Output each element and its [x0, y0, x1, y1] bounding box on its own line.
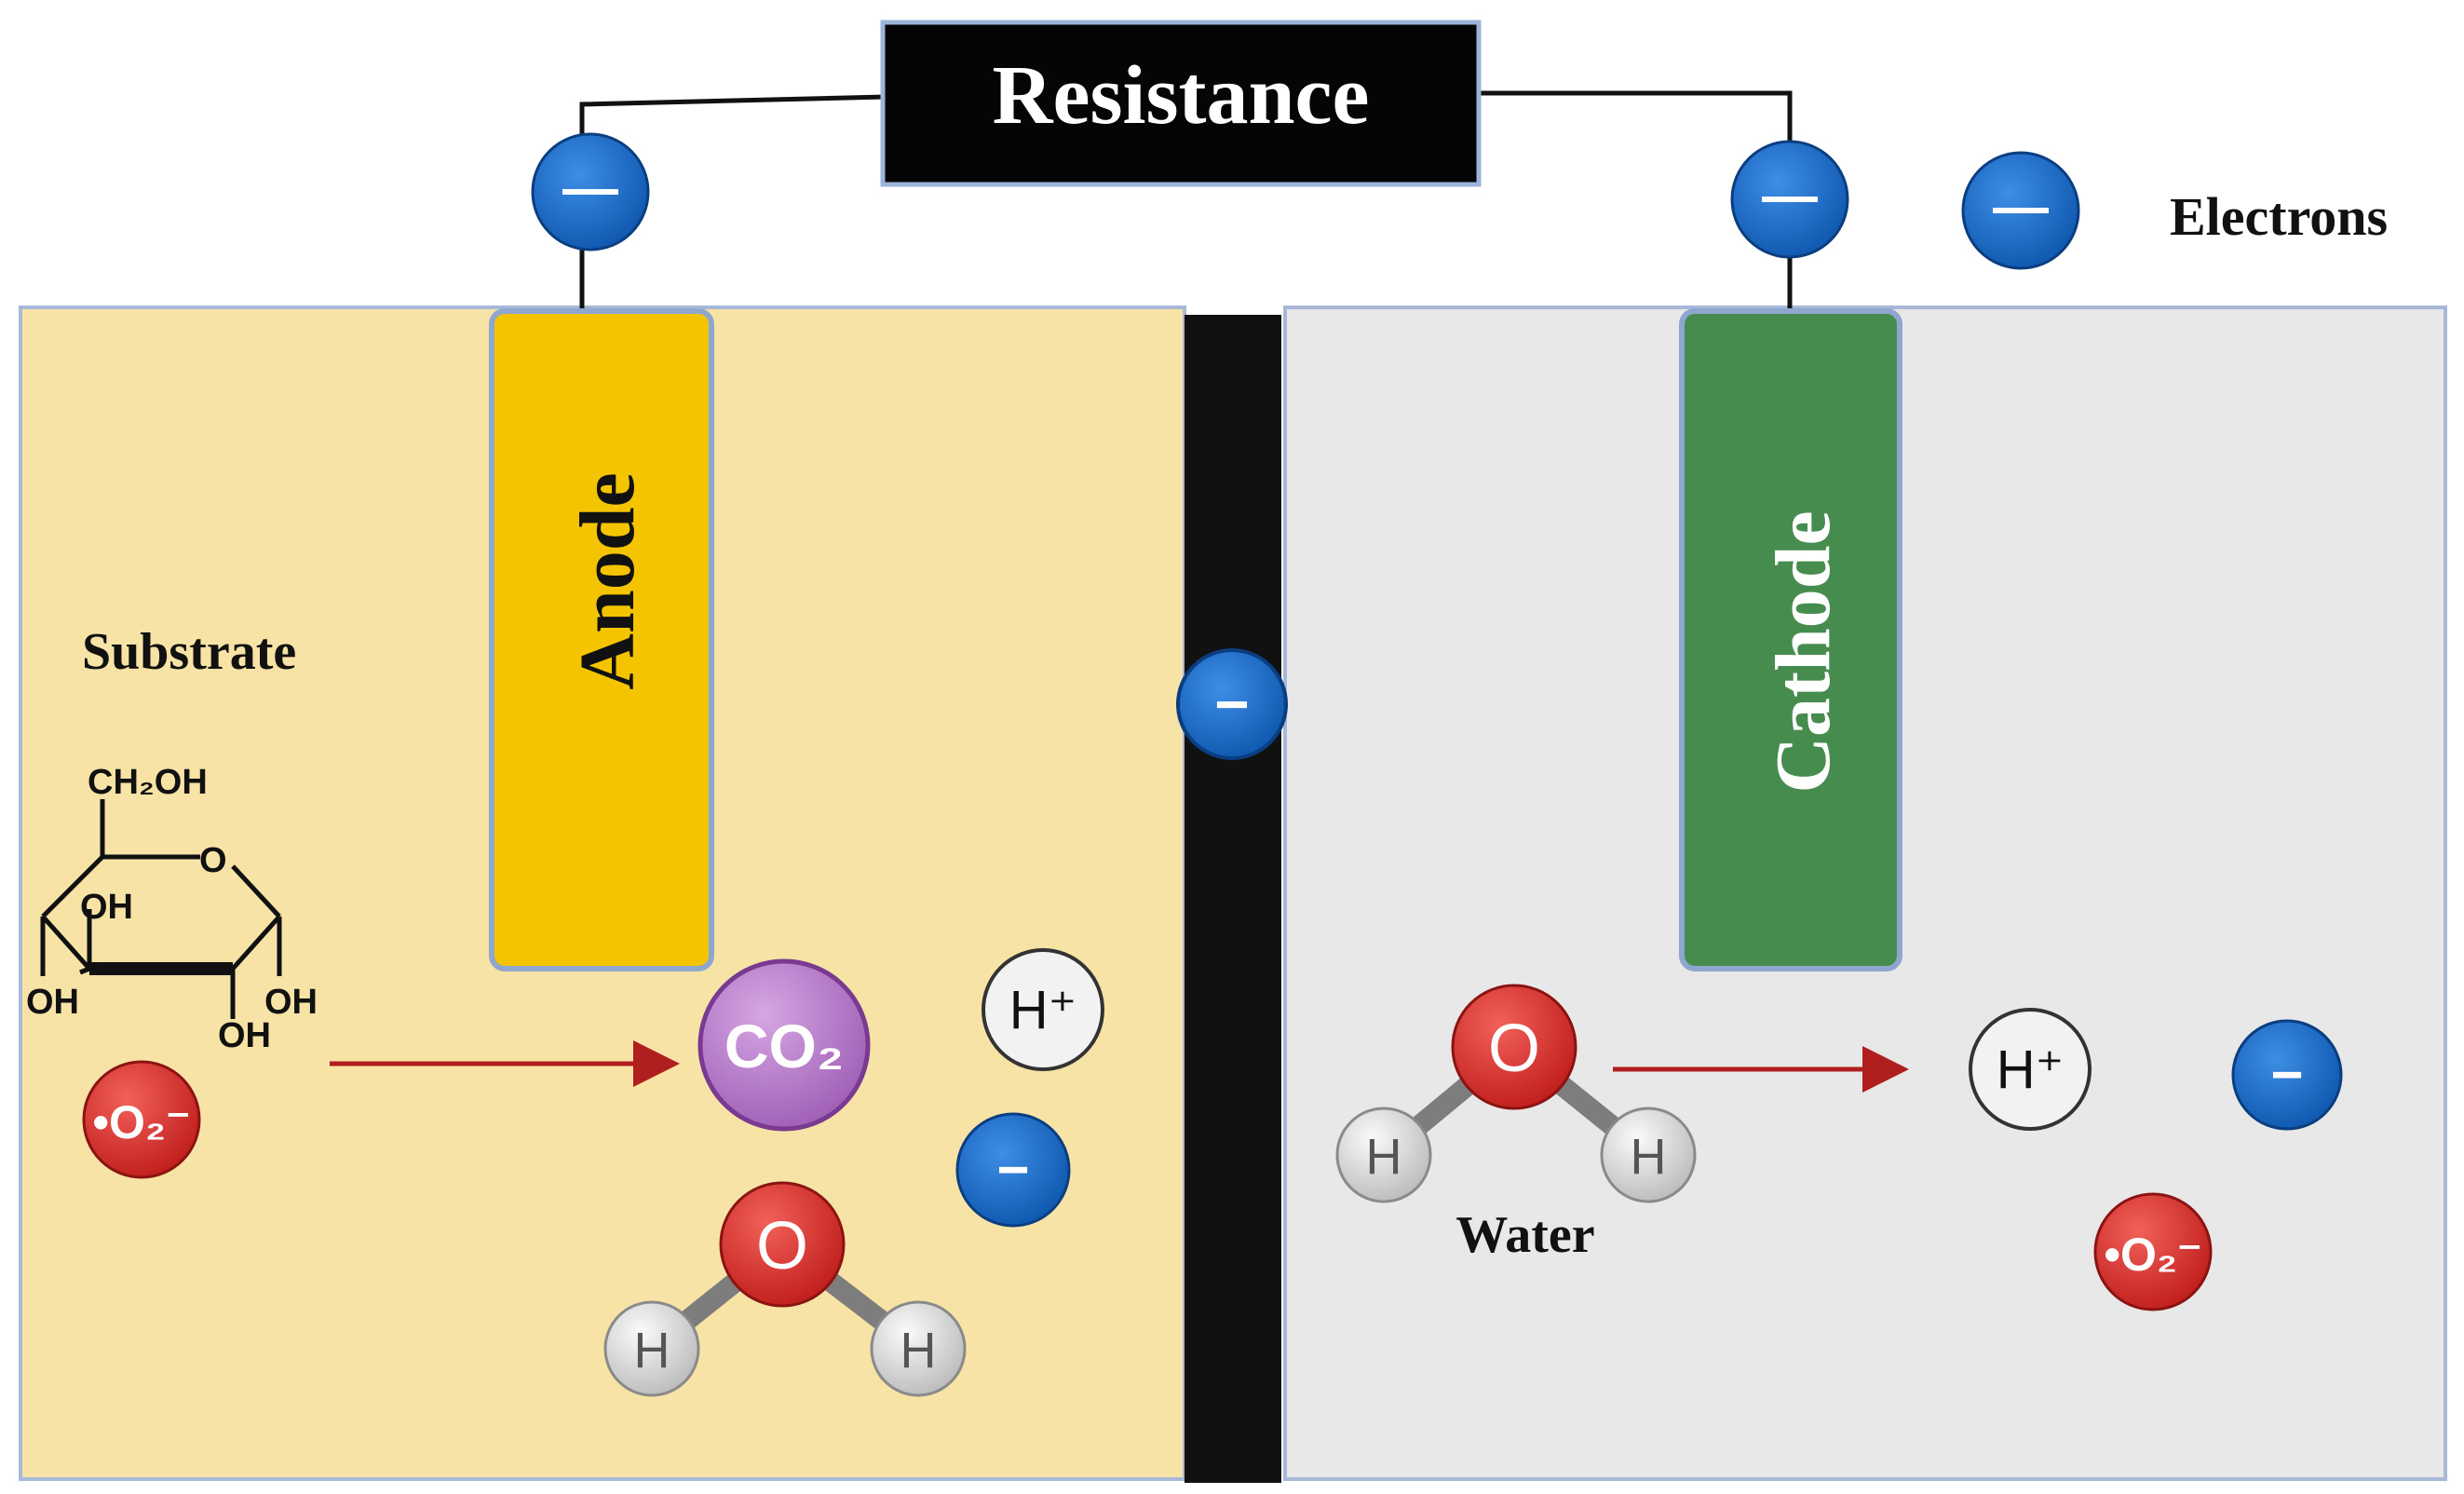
electron-legend: — Electrons [1961, 151, 2388, 270]
svg-text:O: O [1488, 1012, 1540, 1086]
resistance-box: Resistance [880, 20, 1482, 187]
svg-text:H: H [634, 1323, 670, 1379]
svg-text:OH: OH [26, 983, 79, 1022]
svg-text:H: H [1631, 1129, 1667, 1185]
svg-text:—: — [1993, 175, 2049, 238]
svg-text:−: − [996, 1138, 1029, 1201]
svg-text:•O₂⁻: •O₂⁻ [2104, 1229, 2201, 1281]
superoxide-cathode: •O₂⁻ [2093, 1192, 2213, 1311]
resistance-label: Resistance [993, 49, 1370, 142]
wire-electron-left: — [531, 132, 650, 251]
cathode-electrode: Cathode [1679, 308, 1902, 971]
anode-electrode: Anode [489, 308, 714, 971]
svg-text:O: O [756, 1209, 808, 1283]
svg-text:−: − [1214, 671, 1249, 738]
co2-molecule: CO₂ [697, 958, 871, 1132]
svg-text:O: O [199, 841, 227, 880]
proton-cathode: H⁺ [1969, 1008, 2092, 1131]
svg-text:OH: OH [218, 1016, 271, 1055]
svg-text:—: — [562, 156, 618, 219]
cathode-label: Cathode [1760, 510, 1847, 793]
svg-text:H⁺: H⁺ [1997, 1039, 2065, 1100]
svg-text:CH₂OH: CH₂OH [88, 763, 208, 802]
superoxide-anode: •O₂⁻ [82, 1060, 201, 1179]
svg-text:−: − [2270, 1043, 2303, 1106]
svg-text:•O₂⁻: •O₂⁻ [92, 1096, 190, 1148]
svg-text:H⁺: H⁺ [1009, 980, 1077, 1040]
svg-text:H: H [900, 1323, 937, 1379]
water-molecule-cathode: O H H [1335, 984, 1697, 1203]
electrons-label: Electrons [2170, 186, 2388, 247]
svg-text:—: — [1762, 164, 1818, 226]
substrate-label: Substrate [82, 623, 296, 681]
water-label: Water [1455, 1206, 1594, 1264]
proton-anode: H⁺ [982, 948, 1104, 1071]
electron-cathode: − [2231, 1019, 2343, 1131]
membrane [1185, 315, 1281, 1483]
legend-electron-icon [1961, 151, 2080, 270]
membrane-electron: − [1176, 648, 1288, 760]
water-molecule-anode: O H H [603, 1181, 967, 1397]
svg-text:CO₂: CO₂ [724, 1012, 844, 1080]
anode-label: Anode [564, 472, 651, 689]
glucose-structure [40, 799, 282, 1019]
svg-text:H: H [1366, 1129, 1402, 1185]
glucose-labels: CH₂OH O OH OH OH OH [26, 763, 318, 1055]
electron-anode: − [955, 1112, 1071, 1228]
svg-text:OH: OH [80, 888, 133, 927]
svg-text:OH: OH [264, 983, 318, 1022]
wire-electron-right: — [1730, 140, 1849, 259]
